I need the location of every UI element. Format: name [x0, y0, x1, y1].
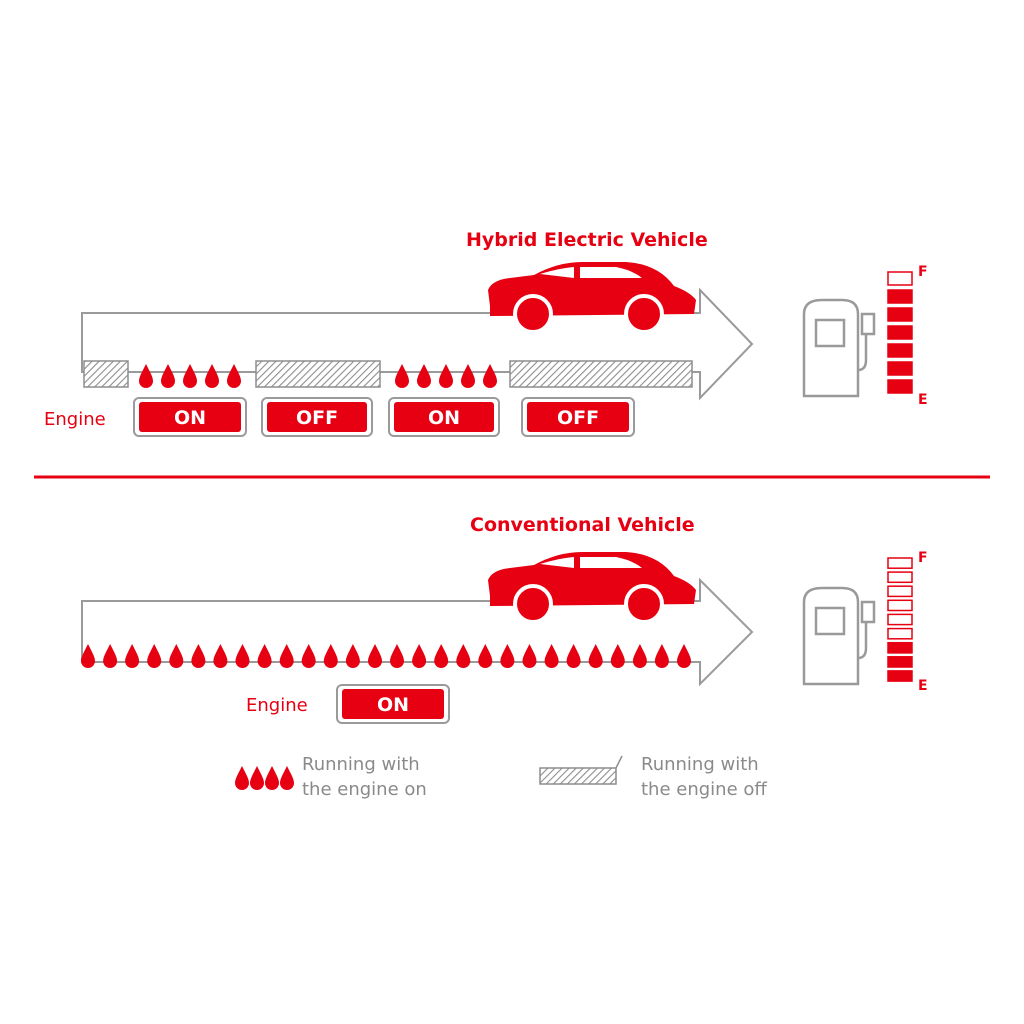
conventional-fuel-gauge — [887, 557, 913, 682]
legend-engine-on-line1: Running with — [302, 754, 420, 775]
engine-state-label: OFF — [557, 407, 599, 429]
legend-engine-off-line2: the engine off — [641, 779, 767, 800]
hybrid-title: Hybrid Electric Vehicle — [466, 229, 708, 251]
legend-engine-off-swatch — [539, 755, 623, 785]
gauge-bar-filled — [887, 656, 913, 668]
fuel-drop-icon — [250, 766, 264, 790]
gauge-bar-filled — [887, 307, 913, 322]
hybrid-engine-state-on-1: ON — [133, 397, 247, 437]
gauge-bar-empty — [887, 271, 913, 286]
conventional-gauge-full-label: F — [918, 550, 928, 566]
engine-state-label: OFF — [296, 407, 338, 429]
legend-engine-off-line1: Running with — [641, 754, 759, 775]
fuel-drop-icon — [235, 766, 249, 790]
gauge-bar-empty — [887, 627, 913, 640]
conventional-fuel-pump-icon — [802, 586, 876, 686]
hybrid-engine-state-off-1: OFF — [261, 397, 373, 437]
conventional-gauge-empty-label: E — [918, 678, 928, 694]
hybrid-gauge-empty-label: E — [918, 392, 928, 408]
hybrid-fuel-pump-icon — [802, 298, 876, 398]
gauge-bar-empty — [887, 599, 913, 612]
fuel-drop-icon — [265, 766, 279, 790]
fuel-drop-icon — [280, 766, 294, 790]
gauge-bar-filled — [887, 343, 913, 358]
gauge-bar-filled — [887, 670, 913, 682]
legend-engine-on-line2: the engine on — [302, 779, 427, 800]
hybrid-engine-off-segment — [255, 360, 381, 388]
conventional-engine-label: Engine — [246, 695, 308, 716]
gauge-bar-empty — [887, 571, 913, 584]
hybrid-fuel-gauge — [887, 271, 913, 394]
gauge-bar-filled — [887, 641, 913, 654]
hybrid-engine-label: Engine — [44, 409, 106, 430]
hybrid-engine-off-segment — [83, 360, 129, 388]
conventional-engine-state-on: ON — [336, 684, 450, 724]
gauge-bar-empty — [887, 585, 913, 598]
hybrid-engine-state-off-2: OFF — [521, 397, 635, 437]
hybrid-engine-off-segment — [509, 360, 693, 388]
conventional-title: Conventional Vehicle — [470, 514, 695, 536]
engine-state-label: ON — [428, 407, 460, 429]
gauge-bar-filled — [887, 379, 913, 394]
engine-state-label: ON — [174, 407, 206, 429]
gauge-bar-empty — [887, 613, 913, 626]
gauge-bar-empty — [887, 557, 913, 569]
gauge-bar-filled — [887, 325, 913, 340]
gauge-bar-filled — [887, 361, 913, 376]
conventional-road-arrow — [81, 577, 754, 687]
gauge-bar-filled — [887, 289, 913, 304]
hybrid-engine-state-on-2: ON — [388, 397, 500, 437]
engine-state-label: ON — [377, 694, 409, 716]
legend-engine-on-drops — [235, 766, 294, 790]
hybrid-gauge-full-label: F — [918, 264, 928, 280]
